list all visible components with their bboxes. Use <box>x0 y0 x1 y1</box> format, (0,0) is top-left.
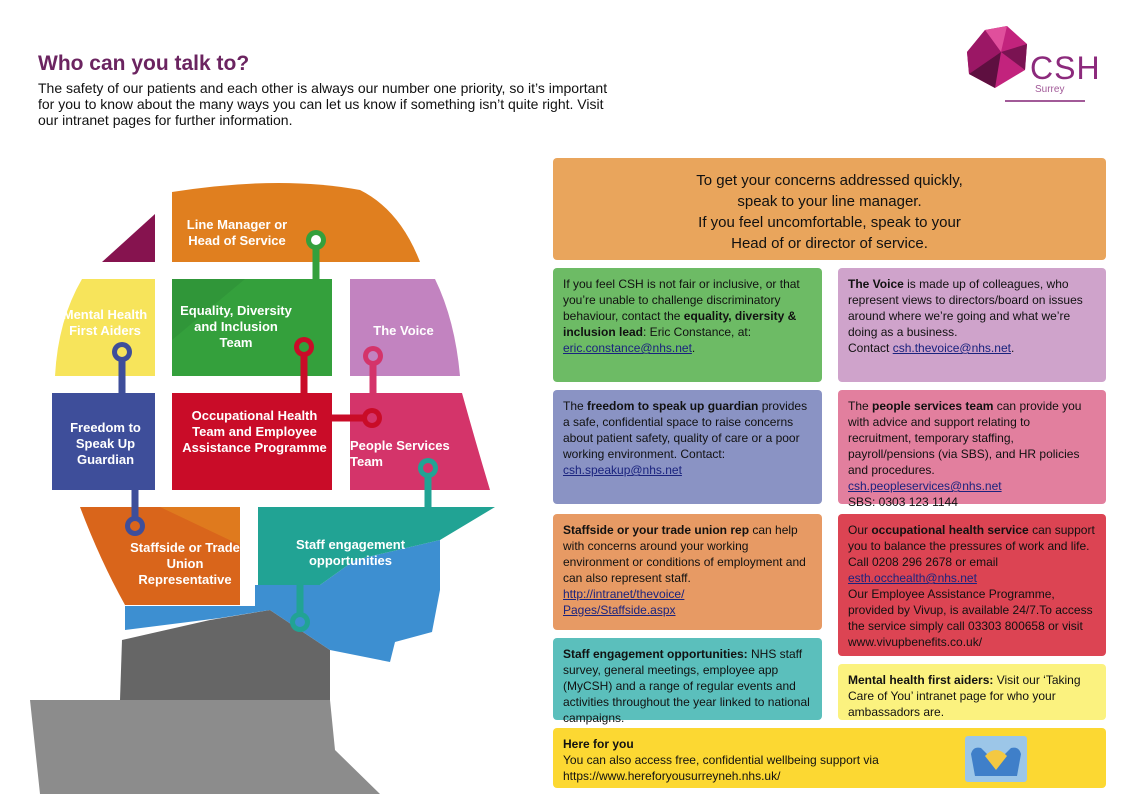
logo-underline <box>1005 100 1085 102</box>
people-box: The people services team can provide you… <box>838 390 1106 509</box>
sbs-phone: SBS: 0303 123 1144 <box>848 495 958 509</box>
staffside-box: Staffside or your trade union rep can he… <box>553 514 822 630</box>
label-equality: Equality, Diversity and Inclusion Team <box>180 303 292 350</box>
label-voice: The Voice <box>373 323 434 338</box>
label-occupational: Occupational Health Team and Employee As… <box>182 408 327 455</box>
engagement-text: NHS staff survey, general meetings, empl… <box>563 647 810 725</box>
logo-text: CSH <box>1030 50 1101 86</box>
engagement-label: Staff engagement opportunities: <box>563 647 748 661</box>
mental-health-box: Mental health first aiders: Visit our ‘T… <box>838 664 1106 720</box>
equality-text-post: : Eric Constance, at: <box>643 325 752 339</box>
mh-label: Mental health first aiders: <box>848 673 994 687</box>
intro-text: The safety of our patients and each othe… <box>38 80 608 128</box>
freedom-box: The freedom to speak up guardian provide… <box>553 390 822 504</box>
ftsu-email-link[interactable]: csh.speakup@nhs.net <box>563 463 682 477</box>
label-line-manager: Line Manager or Head of Service <box>186 217 288 248</box>
occ-pre: Our <box>848 523 872 537</box>
ftsu-pre: The <box>563 399 588 413</box>
top-box-line: Head of or director of service. <box>731 235 928 252</box>
top-box-line: If you feel uncomfortable, speak to your <box>698 214 961 231</box>
ftsu-label: freedom to speak up guardian <box>587 399 759 413</box>
occupational-piece <box>172 393 332 490</box>
people-piece <box>350 393 490 490</box>
top-box-line: speak to your line manager. <box>737 193 922 210</box>
staffside-link-cont[interactable]: Pages/Staffside.aspx <box>563 603 676 617</box>
voice-box: The Voice is made up of colleagues, who … <box>838 268 1106 382</box>
logo-subtext: Surrey <box>1035 84 1065 95</box>
equality-email-link[interactable]: eric.constance@nhs.net <box>563 341 692 355</box>
occ-text: can support you to balance the pressures… <box>848 523 1095 569</box>
top-box-line: To get your concerns addressed quickly, <box>696 172 963 189</box>
people-label: people services team <box>872 399 994 413</box>
people-text: can provide you with advice and support … <box>848 399 1082 477</box>
label-freedom: Freedom to Speak Up Guardian <box>70 420 141 467</box>
engagement-piece <box>258 507 495 585</box>
voice-contact: Contact <box>848 341 893 355</box>
mh-text: Visit our ‘Taking Care of You’ intranet … <box>848 673 1081 719</box>
maroon-piece <box>102 214 155 262</box>
head-puzzle-graphic <box>30 182 495 794</box>
ftsu-text: provides a safe, confidential space to r… <box>563 399 808 461</box>
voice-email-link[interactable]: csh.thevoice@nhs.net <box>892 341 1011 355</box>
line-manager-piece <box>172 182 420 262</box>
voice-label: The Voice <box>848 277 904 291</box>
equality-box: If you feel CSH is not fair or inclusive… <box>553 268 822 382</box>
here-title: Here for you <box>563 737 634 751</box>
label-staffside: Staffside or Trade Union Representative <box>130 540 240 587</box>
gem-icon <box>967 26 1027 88</box>
label-people: People Services Team <box>350 438 450 469</box>
csh-logo: CSH Surrey <box>955 20 1105 106</box>
heart-hands-icon <box>965 736 1027 782</box>
occ-label: occupational health service <box>871 523 1029 537</box>
staffside-text: can help with concerns around your worki… <box>563 523 806 585</box>
lower-face-blue <box>125 540 440 662</box>
occupational-box: Our occupational health service can supp… <box>838 514 1106 656</box>
line-manager-box: To get your concerns addressed quickly, … <box>553 158 1106 260</box>
equality-text: If you feel CSH is not fair or inclusive… <box>563 277 800 323</box>
shoulder-shape <box>30 700 380 794</box>
label-engagement: Staff engagement opportunities <box>295 537 406 568</box>
equality-lead-label: equality, diversity & inclusion lead <box>563 309 797 339</box>
freedom-piece <box>52 393 155 490</box>
eap-text: Our Employee Assistance Programme, provi… <box>848 587 1093 649</box>
people-email-link[interactable]: csh.peopleservices@nhs.net <box>848 479 1002 493</box>
equality-end: . <box>691 341 696 355</box>
people-pre: The <box>848 399 873 413</box>
staffside-label: Staffside or your trade union rep <box>563 523 750 537</box>
neck-shape <box>120 610 330 700</box>
here-text: You can also access free, confidential w… <box>563 753 879 767</box>
staffside-piece <box>80 507 240 605</box>
label-mental-health: Mental Health First Aiders <box>62 307 148 338</box>
staffside-link[interactable]: http://intranet/thevoice/ <box>563 587 685 601</box>
page-title: Who can you talk to? <box>38 52 250 75</box>
voice-end: . <box>1010 341 1015 355</box>
here-url[interactable]: https://www.hereforyousurreyneh.nhs.uk/ <box>563 769 781 783</box>
voice-text: is made up of colleagues, who represent … <box>848 277 1083 339</box>
engagement-box: Staff engagement opportunities: NHS staf… <box>553 638 822 725</box>
occ-email-link[interactable]: esth.occhealth@nhs.net <box>848 571 977 585</box>
